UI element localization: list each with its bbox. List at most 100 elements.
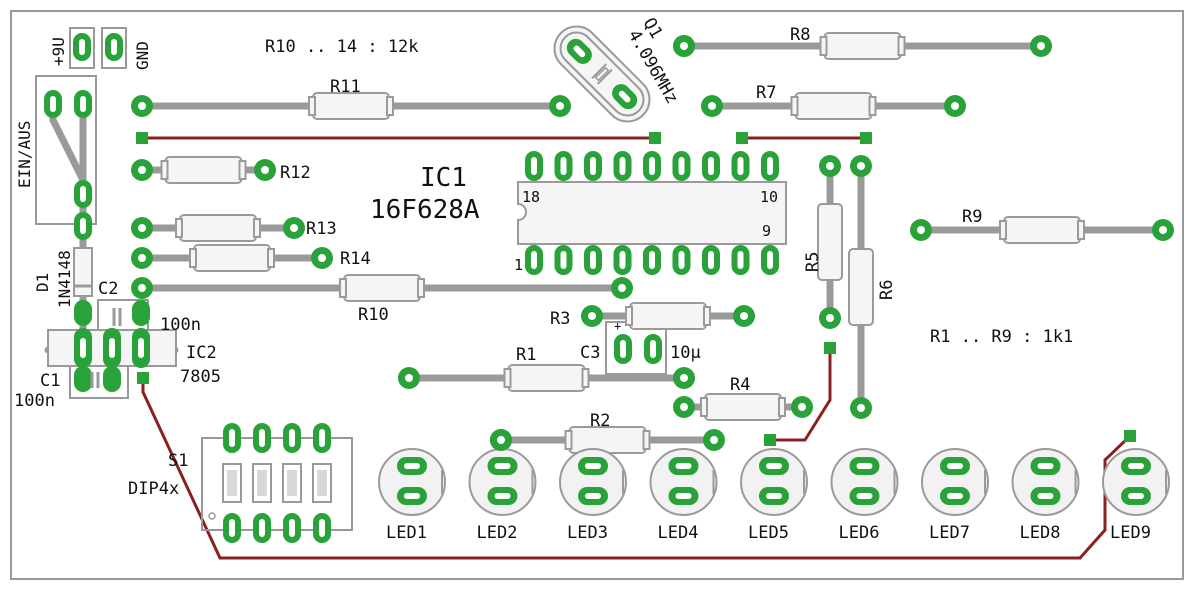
led-label: LED7 (929, 523, 970, 543)
resistor-note-top: R10 .. 14 : 12k (265, 37, 419, 57)
dip-pin-bottom (283, 513, 301, 543)
resistor-r6: R6 (848, 155, 897, 419)
resistor-r14: R14 (131, 244, 371, 272)
misc-pads (490, 35, 695, 451)
power-switch: EIN/AUS (15, 75, 97, 225)
r9-label: R9 (962, 207, 982, 227)
ic1-pin-bottom (584, 245, 602, 275)
led-4: LED4 (649, 448, 718, 543)
dip-switch-lever (252, 463, 272, 503)
resistor-r8: R8 (673, 25, 1052, 60)
dip-switch-lever (282, 463, 302, 503)
led-2: LED2 (468, 448, 537, 543)
wire-pads (136, 132, 1136, 446)
led-9: LED9 (1102, 448, 1170, 543)
r10-label: R10 (358, 305, 389, 325)
regulator-block: C2 100n IC2 7805 C1 100n (14, 279, 221, 411)
c3-value-label: 10µ (670, 343, 701, 363)
dip-pin-bottom (253, 513, 271, 543)
ic1-pin-top (672, 151, 691, 181)
r1-label: R1 (516, 345, 536, 365)
led-7: LED7 (921, 448, 989, 543)
ic1-pin-top (643, 151, 661, 181)
resistor-r5: R5 (803, 155, 843, 329)
ein-aus-label: EIN/AUS (15, 121, 34, 188)
led-3: LED3 (559, 448, 627, 543)
led-6: LED6 (830, 448, 899, 543)
led-label: LED5 (748, 523, 789, 543)
pin9-label: 9 (762, 222, 771, 240)
ic1-pin-top (613, 151, 632, 181)
ic1-pin-top (761, 151, 779, 181)
led-8: LED8 (1011, 448, 1080, 543)
resistor-r13: R13 (131, 214, 337, 242)
ic1-pin-bottom (613, 245, 632, 275)
ic1-part-label: 16F628A (370, 195, 480, 225)
led-label: LED2 (477, 523, 518, 543)
r14-label: R14 (340, 249, 371, 269)
plus9v-label: +9U (49, 37, 68, 66)
ic1-pin-bottom (702, 245, 720, 275)
ic2-part-label: 7805 (180, 367, 221, 387)
dip-pin-top (313, 423, 331, 453)
resistor-r4: R4 (673, 375, 813, 421)
ic1-pin-top (702, 151, 720, 181)
resistor-r2: R2 (490, 411, 725, 454)
r13-label: R13 (306, 219, 337, 239)
ic1-pin-bottom (672, 245, 691, 275)
ic1-pin-bottom (525, 245, 543, 275)
ic1-pin-top (525, 151, 543, 181)
ic1-label: IC1 (420, 163, 467, 193)
resistor-r12: R12 (131, 156, 311, 184)
resistor-r11: R11 (131, 77, 571, 120)
led-label: LED1 (386, 523, 427, 543)
resistor-note-right: R1 .. R9 : 1k1 (930, 327, 1073, 347)
ic1-pin-top (584, 151, 602, 181)
board-outline (10, 10, 1184, 580)
r5-label: R5 (803, 252, 823, 272)
dip-switch-lever (312, 463, 332, 503)
dip-switch-lever (222, 463, 242, 503)
ic1-pin-top (554, 151, 573, 181)
r7-label: R7 (756, 83, 776, 103)
crystal-q1 (553, 25, 651, 123)
ic1-pin-top (731, 151, 750, 181)
resistor-r3: R3 (550, 302, 755, 330)
r2-label: R2 (590, 411, 610, 431)
dip-pin-bottom (313, 513, 331, 543)
dip-pin-top (223, 423, 241, 453)
pad (673, 35, 695, 57)
diode-d1: D1 1N4148 (33, 212, 93, 308)
ic1-pin-bottom (761, 245, 779, 275)
led-label: LED4 (658, 523, 699, 543)
ic1-pin-bottom (731, 245, 750, 275)
d1-label: D1 (33, 273, 52, 292)
r6-label: R6 (877, 280, 897, 300)
dip-pin-bottom (223, 513, 241, 543)
resistor-r9: R9 (910, 207, 1174, 244)
r8-label: R8 (790, 25, 810, 45)
resistor-r7: R7 (701, 83, 966, 120)
d1-part-label: 1N4148 (55, 250, 74, 308)
ic1-chip: IC1 16F628A 18 10 1 9 (370, 151, 787, 275)
led-label: LED6 (839, 523, 880, 543)
led-5: LED5 (740, 448, 808, 543)
led-label: LED3 (567, 523, 608, 543)
r11-label: R11 (330, 77, 361, 97)
wires (141, 136, 1132, 560)
ic1-pin-bottom (554, 245, 573, 275)
dip-pin-top (283, 423, 301, 453)
s1-part-label: DIP4x (128, 479, 179, 499)
c1-label: C1 (40, 371, 60, 391)
pad (490, 429, 512, 451)
c2-label: C2 (98, 279, 118, 299)
gnd-label: GND (133, 41, 152, 70)
dip-switch-s1: S1 DIP4x (128, 423, 353, 543)
led-1: LED1 (378, 448, 446, 543)
pin18-label: 18 (522, 188, 540, 206)
pin10-label: 10 (760, 188, 778, 206)
dip-pin-top (253, 423, 271, 453)
leds: LED1 LED2 LED3 LED4 LED5 LED6 LED7 LED8 LED9 (378, 448, 1170, 543)
